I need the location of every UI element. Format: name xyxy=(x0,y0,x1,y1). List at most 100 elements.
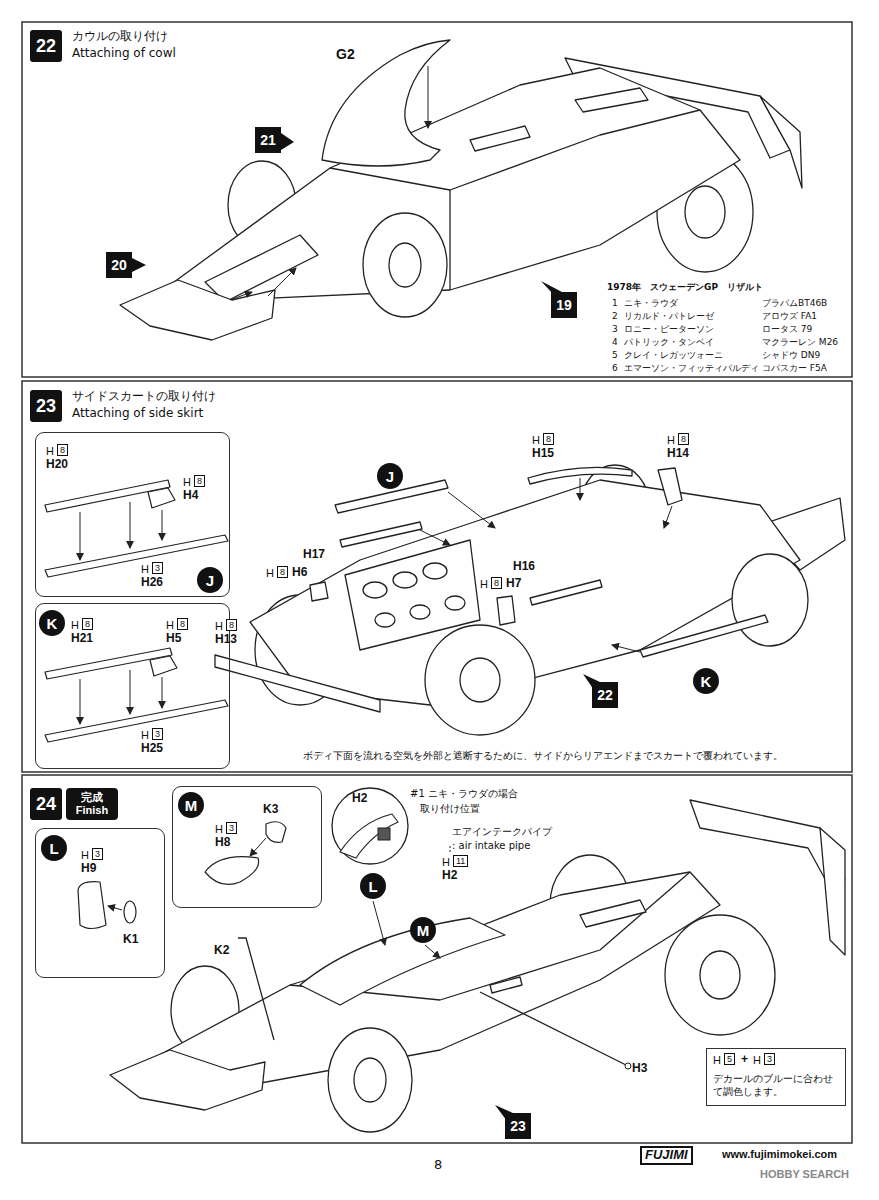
color-note-box: H5+H3デカールのブルーに合わせて調色します。 xyxy=(706,1048,846,1106)
part-number: + xyxy=(741,1053,748,1067)
part-number: K2 xyxy=(214,944,229,958)
node-text: M xyxy=(185,797,198,814)
paint-number: 3 xyxy=(226,822,237,834)
part-number: H4 xyxy=(183,489,198,503)
result-cell: アロウズ FA1 xyxy=(762,311,817,321)
part-number: H2 xyxy=(442,869,457,883)
result-cell: ロニー・ピーターソン xyxy=(624,324,714,334)
node-text: J xyxy=(206,572,214,589)
part-number: H17 xyxy=(303,548,325,562)
result-cell: リカルド・パトレーゼ xyxy=(624,311,714,321)
part-number: H2 xyxy=(352,792,367,806)
callout-number: 19 xyxy=(551,292,577,318)
step-number: 24 xyxy=(30,788,62,820)
subassembly-letter: L xyxy=(360,873,386,899)
subassembly-box: H3H9K1 L xyxy=(35,828,165,978)
website-url: www.fujimimokei.com xyxy=(722,1148,837,1161)
callout-number: 23 xyxy=(505,1113,531,1139)
part-number: H3 xyxy=(632,1062,647,1076)
watermark: HOBBY SEARCH xyxy=(760,1168,849,1181)
part-number: H15 xyxy=(532,447,554,461)
node-text: 23 xyxy=(510,1118,526,1134)
part-number: H20 xyxy=(46,458,68,472)
part-prefix: H xyxy=(266,567,274,580)
part-number: H9 xyxy=(81,862,96,876)
paint-number: 8 xyxy=(678,433,689,445)
subassembly-letter: M xyxy=(410,917,436,943)
part-prefix: H xyxy=(141,563,149,576)
node-text: L xyxy=(368,878,377,895)
result-cell: ブラバムBT46B xyxy=(762,298,827,308)
node-text: 22 xyxy=(36,36,56,57)
part-number: K1 xyxy=(123,933,138,947)
result-cell: クレイ・レガッツォーニ xyxy=(624,350,723,360)
node-text: K xyxy=(47,615,58,632)
subassembly-letter: J xyxy=(197,567,223,593)
subassembly-box: H3H8K3M xyxy=(172,786,322,908)
subassembly-letter: J xyxy=(377,463,403,489)
part-prefix: H xyxy=(166,619,174,632)
result-cell: エマーソン・フィッティパルディ xyxy=(624,363,759,373)
result-cell: 2 xyxy=(612,311,618,321)
page-number: 8 xyxy=(434,1158,442,1173)
brand-logo: FUJIMI xyxy=(640,1146,693,1165)
paint-number: 8 xyxy=(491,577,502,589)
node-text: J xyxy=(386,468,394,485)
part-prefix: H xyxy=(46,445,54,458)
result-cell: マクラーレン M26 xyxy=(762,337,838,347)
callout-number: 21 xyxy=(255,127,281,153)
part-number: G2 xyxy=(336,46,355,62)
node-text: Finish xyxy=(76,804,108,817)
part-number: H21 xyxy=(71,632,93,646)
part-prefix: H xyxy=(480,578,488,591)
detail-note: : air intake pipe xyxy=(452,840,530,852)
paint-number: 8 xyxy=(194,475,205,487)
part-prefix: H xyxy=(713,1054,721,1067)
paint-number: 8 xyxy=(277,566,288,578)
paint-number: 11 xyxy=(453,855,468,867)
node-text: 23 xyxy=(36,396,56,417)
part-prefix: H xyxy=(532,434,540,447)
step-title: カウルの取り付け xyxy=(72,30,168,44)
step-number: 23 xyxy=(30,390,62,422)
step-title: Attaching of cowl xyxy=(72,47,176,61)
part-number: H5 xyxy=(166,632,181,646)
part-number: H13 xyxy=(215,633,237,647)
note-text: デカールのブルーに合わせて調色します。 xyxy=(713,1072,841,1098)
node-text: 22 xyxy=(597,687,613,703)
part-prefix: H xyxy=(442,856,450,869)
callout-number: 20 xyxy=(106,252,132,278)
part-prefix: H xyxy=(141,729,149,742)
node-text: 完成 xyxy=(81,791,103,804)
paint-number: 8 xyxy=(543,433,554,445)
result-cell: 3 xyxy=(612,324,618,334)
node-text: M xyxy=(417,922,430,939)
part-number: H16 xyxy=(513,560,535,574)
subassembly-letter: K xyxy=(39,610,65,636)
result-cell: コパスカー F5A xyxy=(762,363,827,373)
subassembly-letter: L xyxy=(41,835,67,861)
node-text: 21 xyxy=(260,132,276,148)
part-number: H6 xyxy=(292,566,307,580)
paint-number: 3 xyxy=(764,1053,775,1065)
part-prefix: H xyxy=(81,849,89,862)
step-title: Attaching of side skirt xyxy=(72,407,203,421)
result-heading: 1978年 スウェーデンGP リザルト xyxy=(607,282,763,292)
paint-number: 8 xyxy=(57,444,68,456)
subassembly-letter: M xyxy=(178,792,204,818)
subassembly-box: H8H21H8H5H3H25K xyxy=(35,603,230,769)
result-cell: 5 xyxy=(612,350,618,360)
part-prefix: H xyxy=(183,476,191,489)
detail-note: #1 ニキ・ラウダの場合 xyxy=(410,788,518,800)
paint-number: 3 xyxy=(92,848,103,860)
part-prefix: H xyxy=(215,620,223,633)
node-text: 24 xyxy=(36,794,56,815)
part-number: K3 xyxy=(263,803,278,817)
callout-number: 22 xyxy=(592,682,618,708)
node-text: 20 xyxy=(111,257,127,273)
part-prefix: H xyxy=(667,434,675,447)
part-prefix: H xyxy=(215,823,223,836)
step-number: 22 xyxy=(30,30,62,62)
paint-number: 8 xyxy=(177,618,188,630)
